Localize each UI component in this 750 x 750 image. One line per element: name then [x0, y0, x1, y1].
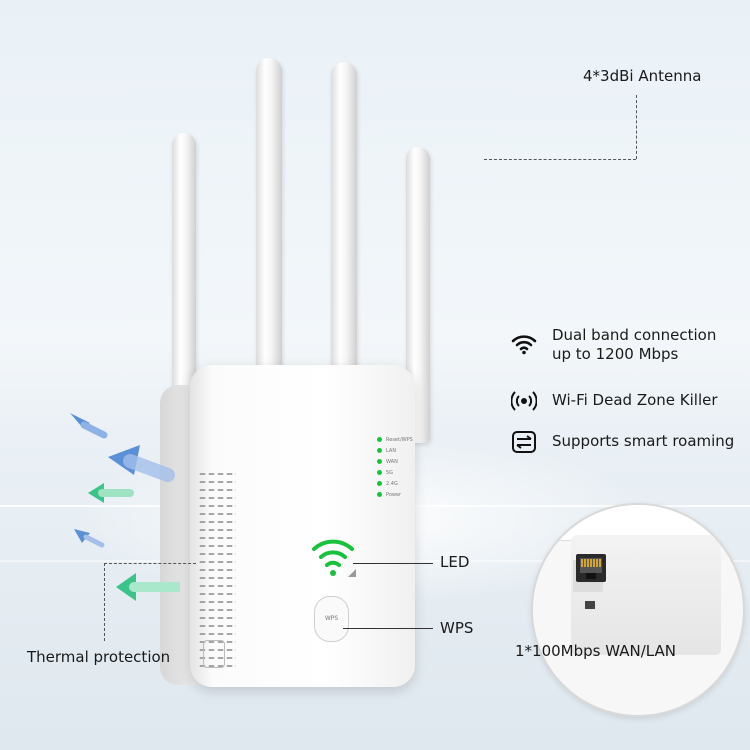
- arrow-blue-icon: [70, 413, 108, 439]
- led-indicator: Reset/WPS: [377, 436, 413, 445]
- feature-text: Supports smart roaming: [552, 432, 735, 450]
- arrow-blue-small-icon: [74, 529, 105, 548]
- led-indicator: LAN: [377, 447, 396, 456]
- wifi-icon: [511, 335, 537, 355]
- wps-button[interactable]: WPS: [314, 596, 349, 642]
- antenna-leader-line: [636, 95, 637, 159]
- led-leader-line: [353, 563, 433, 564]
- feature-text: Dual band connection: [552, 326, 717, 344]
- feature-text: Wi-Fi Dead Zone Killer: [552, 391, 718, 409]
- arrow-teal-icon: [88, 483, 134, 503]
- antenna: [256, 58, 282, 374]
- antenna: [331, 62, 357, 374]
- thermal-vents: [198, 470, 236, 670]
- led-indicator: 2.4G: [377, 480, 398, 489]
- reset-hole: [585, 601, 595, 609]
- thermal-leader-line: [104, 563, 105, 641]
- led-indicator: Power: [377, 491, 401, 500]
- antenna-label: 4*3dBi Antenna: [583, 67, 702, 85]
- signal-waves-icon: [511, 391, 537, 411]
- thermal-label: Thermal protection: [27, 648, 171, 666]
- arrow-teal-large-icon: [116, 573, 180, 601]
- antenna-leader-line: [484, 159, 636, 160]
- arrow-blue-large-icon: [108, 445, 175, 482]
- reset-port: [203, 640, 225, 668]
- feature-text: up to 1200 Mbps: [552, 345, 679, 363]
- wifi-led-icon: [312, 539, 356, 577]
- led-label: LED: [440, 553, 470, 571]
- led-indicator: WAN: [377, 458, 398, 467]
- led-indicator: 5G: [377, 469, 393, 478]
- wps-leader-line: [343, 628, 433, 629]
- airflow-arrows: [70, 413, 180, 601]
- thermal-leader-line: [104, 563, 196, 564]
- port-closeup: [531, 503, 745, 717]
- wps-label: WPS: [440, 619, 474, 637]
- roaming-arrows-icon: [512, 431, 536, 453]
- ethernet-port-icon: [576, 554, 606, 582]
- port-label: 1*100Mbps WAN/LAN: [515, 642, 676, 660]
